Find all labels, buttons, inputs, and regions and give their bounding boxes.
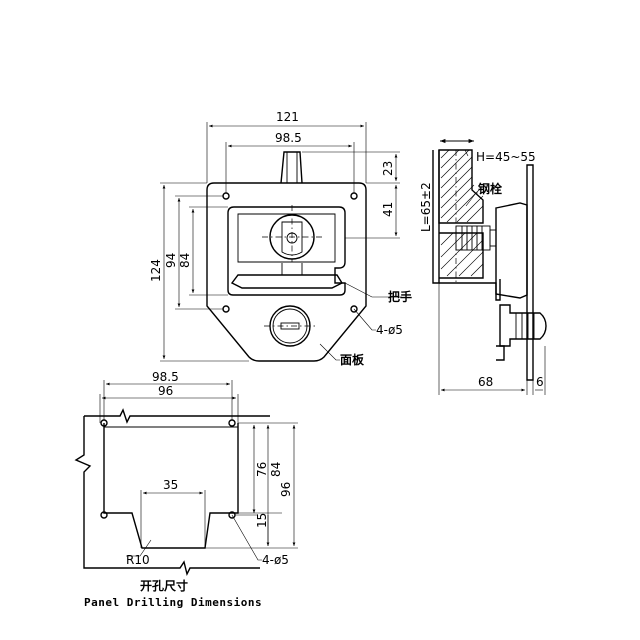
- dim-98-5-drill: 98.5: [152, 370, 179, 384]
- dim-35: 35: [163, 478, 178, 492]
- dim-98-5: 98.5: [275, 131, 302, 145]
- label-r10: R10: [126, 553, 150, 567]
- label-holes-front: 4-ø5: [376, 323, 403, 337]
- dim-41: 41: [381, 202, 395, 217]
- handle-stub: [280, 151, 303, 184]
- hatched-block: [438, 149, 484, 224]
- dim-96-top: 96: [158, 384, 173, 398]
- side-view: H=45~55 L=65±2 钢栓 68 6: [419, 138, 547, 395]
- dim-76: 76: [255, 462, 269, 477]
- dim-94: 94: [164, 253, 178, 268]
- drilling-view: 98.5 96 35 76 84 96 15 R10 4-ø5 开孔尺寸 Pan…: [74, 370, 298, 609]
- panel-outline: [206, 182, 367, 362]
- spring: [455, 225, 491, 251]
- mounting-holes: [222, 192, 358, 313]
- t-handle: [230, 274, 344, 289]
- label-l: L=65±2: [419, 182, 433, 232]
- handle-recess: [227, 206, 346, 296]
- label-handle: 把手: [388, 289, 412, 304]
- door-panel: [432, 150, 440, 284]
- front-view: 121 98.5 23 41 124 94 84 把手 4-ø5 面板: [149, 110, 412, 367]
- dim-121: 121: [276, 110, 299, 124]
- caption-en: Panel Drilling Dimensions: [84, 596, 262, 609]
- dim-6: 6: [536, 375, 544, 389]
- dim-68: 68: [478, 375, 493, 389]
- label-holes-drill: 4-ø5: [262, 553, 289, 567]
- label-h: H=45~55: [476, 150, 536, 164]
- dim-84: 84: [178, 253, 192, 268]
- lock-cylinder: [269, 305, 311, 347]
- handle-recess-inner: [237, 213, 336, 263]
- dim-96-right: 96: [279, 482, 293, 497]
- dim-124: 124: [149, 259, 163, 282]
- bracket: [439, 279, 501, 301]
- lock-cylinder-side: [499, 304, 547, 347]
- label-bolt: 钢栓: [478, 181, 502, 196]
- dim-84-drill: 84: [269, 462, 283, 477]
- dim-23: 23: [381, 161, 395, 176]
- dim-15: 15: [255, 513, 269, 528]
- caption-cn: 开孔尺寸: [140, 578, 188, 593]
- drilling-holes: [100, 419, 236, 519]
- label-panel: 面板: [340, 352, 365, 367]
